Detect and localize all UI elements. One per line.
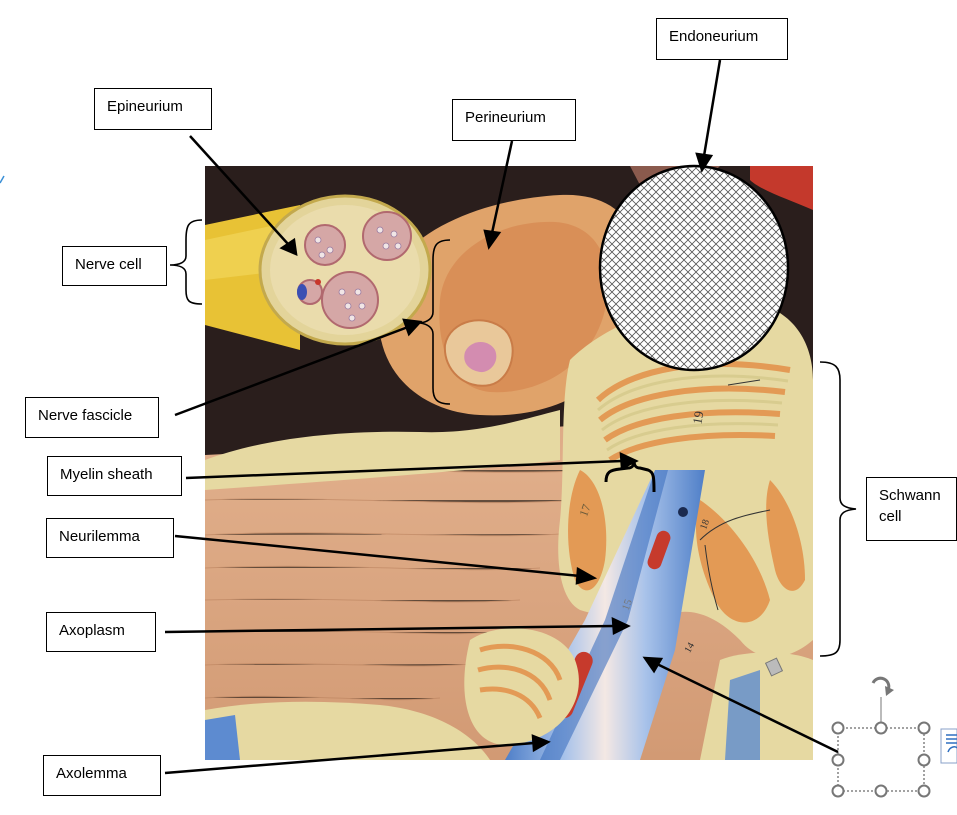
resize-handle[interactable] [917, 784, 931, 798]
label-perineurium: Perineurium [452, 99, 576, 141]
label-perineurium-text: Perineurium [465, 109, 546, 126]
nerve-cell-bracket [169, 219, 203, 305]
resize-handle[interactable] [917, 753, 931, 767]
resize-handle[interactable] [831, 753, 845, 767]
model-number-19: 19 [689, 410, 706, 425]
label-axolemma: Axolemma [43, 755, 161, 796]
leader-arrows [164, 59, 839, 775]
model-number-14: 14 [683, 641, 698, 655]
resize-handle[interactable] [917, 721, 931, 735]
label-nerve-cell-text: Nerve cell [75, 256, 142, 273]
label-nerve-cell: Nerve cell [62, 246, 167, 286]
resize-handle[interactable] [874, 784, 888, 798]
label-schwann-cell: Schwann cell [866, 477, 957, 541]
label-nerve-fascicle: Nerve fascicle [25, 397, 159, 438]
model-number-17: 17 [576, 502, 593, 518]
label-neurilemma-text: Neurilemma [59, 528, 140, 545]
label-schwann-cell-line2: cell [879, 508, 902, 525]
label-axoplasm-text: Axoplasm [59, 622, 125, 639]
label-schwann-cell-line1: Schwann [879, 487, 941, 504]
edge-mark [0, 175, 5, 184]
label-neurilemma: Neurilemma [46, 518, 174, 558]
label-axoplasm: Axoplasm [46, 612, 156, 652]
resize-handle[interactable] [874, 721, 888, 735]
label-myelin-sheath-text: Myelin sheath [60, 466, 153, 483]
model-number-18: 18 [698, 518, 712, 531]
model-number-15: 15 [620, 597, 635, 612]
selection-frame[interactable] [831, 676, 931, 798]
resize-handle[interactable] [831, 784, 845, 798]
label-epineurium-text: Epineurium [107, 98, 183, 115]
label-myelin-sheath: Myelin sheath [47, 456, 182, 496]
label-nerve-fascicle-text: Nerve fascicle [38, 407, 133, 424]
schwann-cell-bracket [819, 361, 857, 657]
label-epineurium: Epineurium [94, 88, 212, 130]
resize-handle[interactable] [831, 721, 845, 735]
rotate-handle-icon[interactable] [871, 676, 894, 696]
layout-options-icon[interactable] [940, 728, 957, 764]
label-axolemma-text: Axolemma [56, 765, 127, 782]
label-endoneurium-text: Endoneurium [669, 28, 759, 45]
label-endoneurium: Endoneurium [656, 18, 788, 60]
